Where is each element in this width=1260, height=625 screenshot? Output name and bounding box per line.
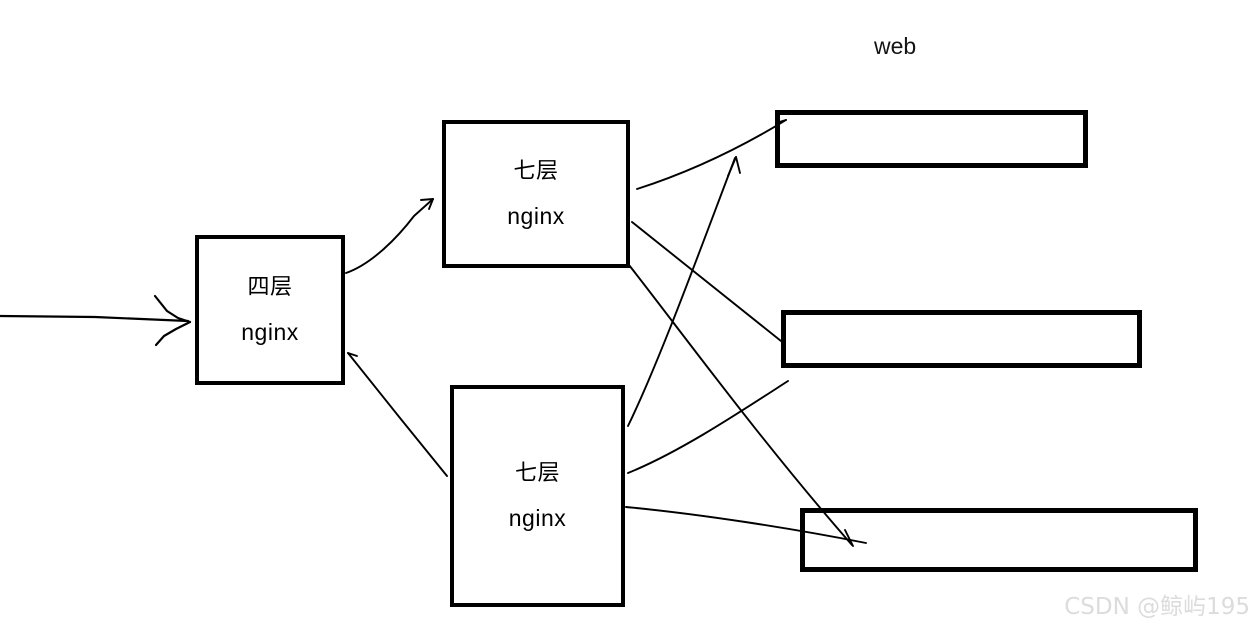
node-l4-nginx-title: 四层 [247,274,293,300]
connector-l7-top-to-web-2 [631,221,782,342]
connector-l4-to-l7-top [345,198,434,274]
node-l7-nginx-top-title: 七层 [513,158,559,184]
web-server-box-2[interactable] [781,310,1142,368]
node-l4-nginx[interactable]: 四层 nginx [195,235,345,385]
connector-l4-to-l7-bottom [347,352,448,477]
connector-l7-top-to-web-1 [636,119,787,190]
web-group-label: web [874,33,917,59]
connector-l7-bottom-to-web-2 [627,380,789,474]
connector-client-to-l4 [0,294,192,347]
connector-l7-top-to-web-3 [628,264,854,547]
node-l7-nginx-top-subtitle: nginx [507,202,565,229]
node-l7-nginx-top[interactable]: 七层 nginx [442,120,630,268]
node-l7-nginx-bottom-subtitle: nginx [508,504,567,531]
web-server-box-1[interactable] [775,110,1088,168]
connector-l7-bottom-to-web-1 [627,156,741,427]
connector-l7-bottom-to-web-3 [625,506,867,544]
node-l7-nginx-bottom[interactable]: 七层 nginx [450,385,625,607]
web-server-box-3[interactable] [800,508,1198,572]
node-l4-nginx-subtitle: nginx [241,318,299,345]
csdn-watermark: CSDN @鲸屿195 [1064,594,1250,620]
node-l7-nginx-bottom-title: 七层 [514,460,560,486]
